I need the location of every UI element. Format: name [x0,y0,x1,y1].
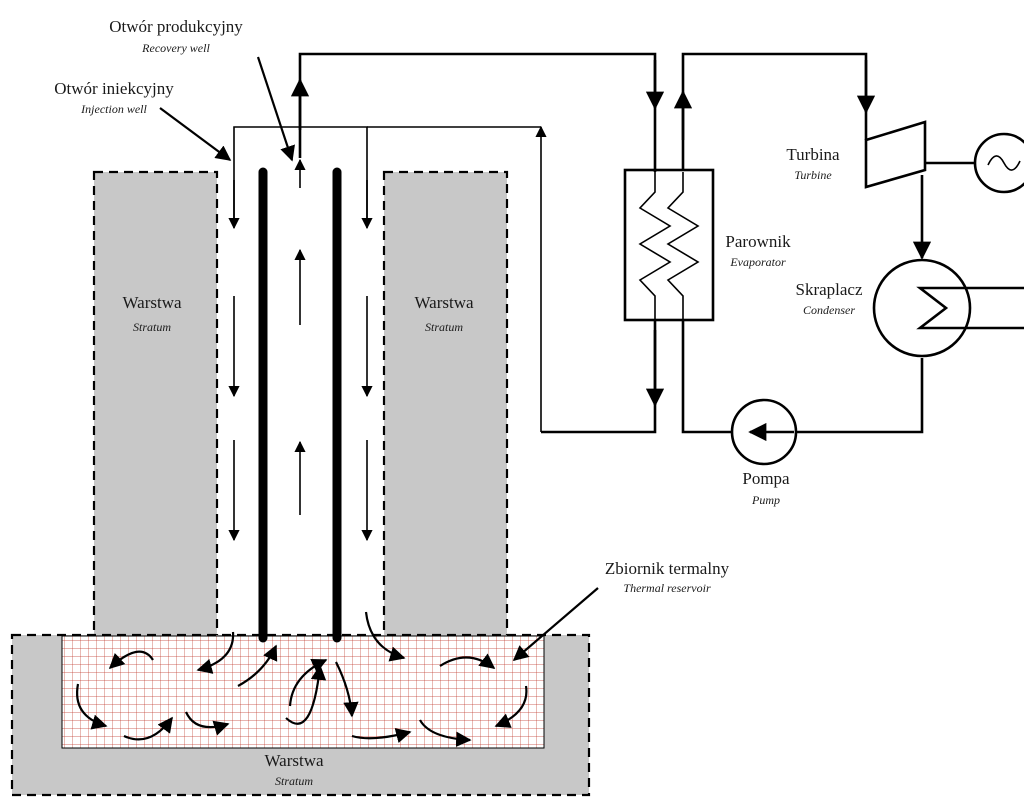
generator-icon [973,132,1024,194]
thermal-reservoir-grid [61,635,545,749]
turbine-icon [864,120,927,189]
stratum-left-label: Warstwa [122,293,182,312]
turbine-sublabel: Turbine [794,168,832,182]
injection-well-sublabel: Injection well [80,102,147,116]
pump-icon [730,398,798,466]
stratum-left-sublabel: Stratum [133,320,171,334]
turbine-label: Turbina [786,145,840,164]
reservoir-circulation-arrows [76,611,528,747]
stratum-right-label: Warstwa [414,293,474,312]
heat-exchanger-icon [638,172,672,320]
pump-label: Pompa [742,469,790,488]
stratum-left-block [92,170,219,640]
callout-arrow [256,56,295,162]
callout-arrow [159,107,232,161]
recovery-pipe [298,52,657,172]
thermal-reservoir-sublabel: Thermal reservoir [623,581,711,595]
pump-sublabel: Pump [751,493,780,507]
stratum-bottom-sublabel: Stratum [275,774,313,788]
thermal-reservoir-label: Zbiornik termalny [605,559,730,578]
stratum-right-block [382,170,509,640]
evaporator-sublabel: Evaporator [729,255,786,269]
injection-well-label: Otwór iniekcyjny [54,79,174,98]
recovery-well-label: Otwór produkcyjny [109,17,243,36]
recovery-well-sublabel: Recovery well [141,41,210,55]
callout-arrow [512,587,599,662]
evaporator [623,168,715,322]
stratum-bottom-label: Warstwa [264,751,324,770]
condenser [872,258,1024,358]
condenser-sublabel: Condenser [803,303,855,317]
stratum-right-sublabel: Stratum [425,320,463,334]
evaporator-label: Parownik [725,232,791,251]
condenser-label: Skraplacz [795,280,862,299]
